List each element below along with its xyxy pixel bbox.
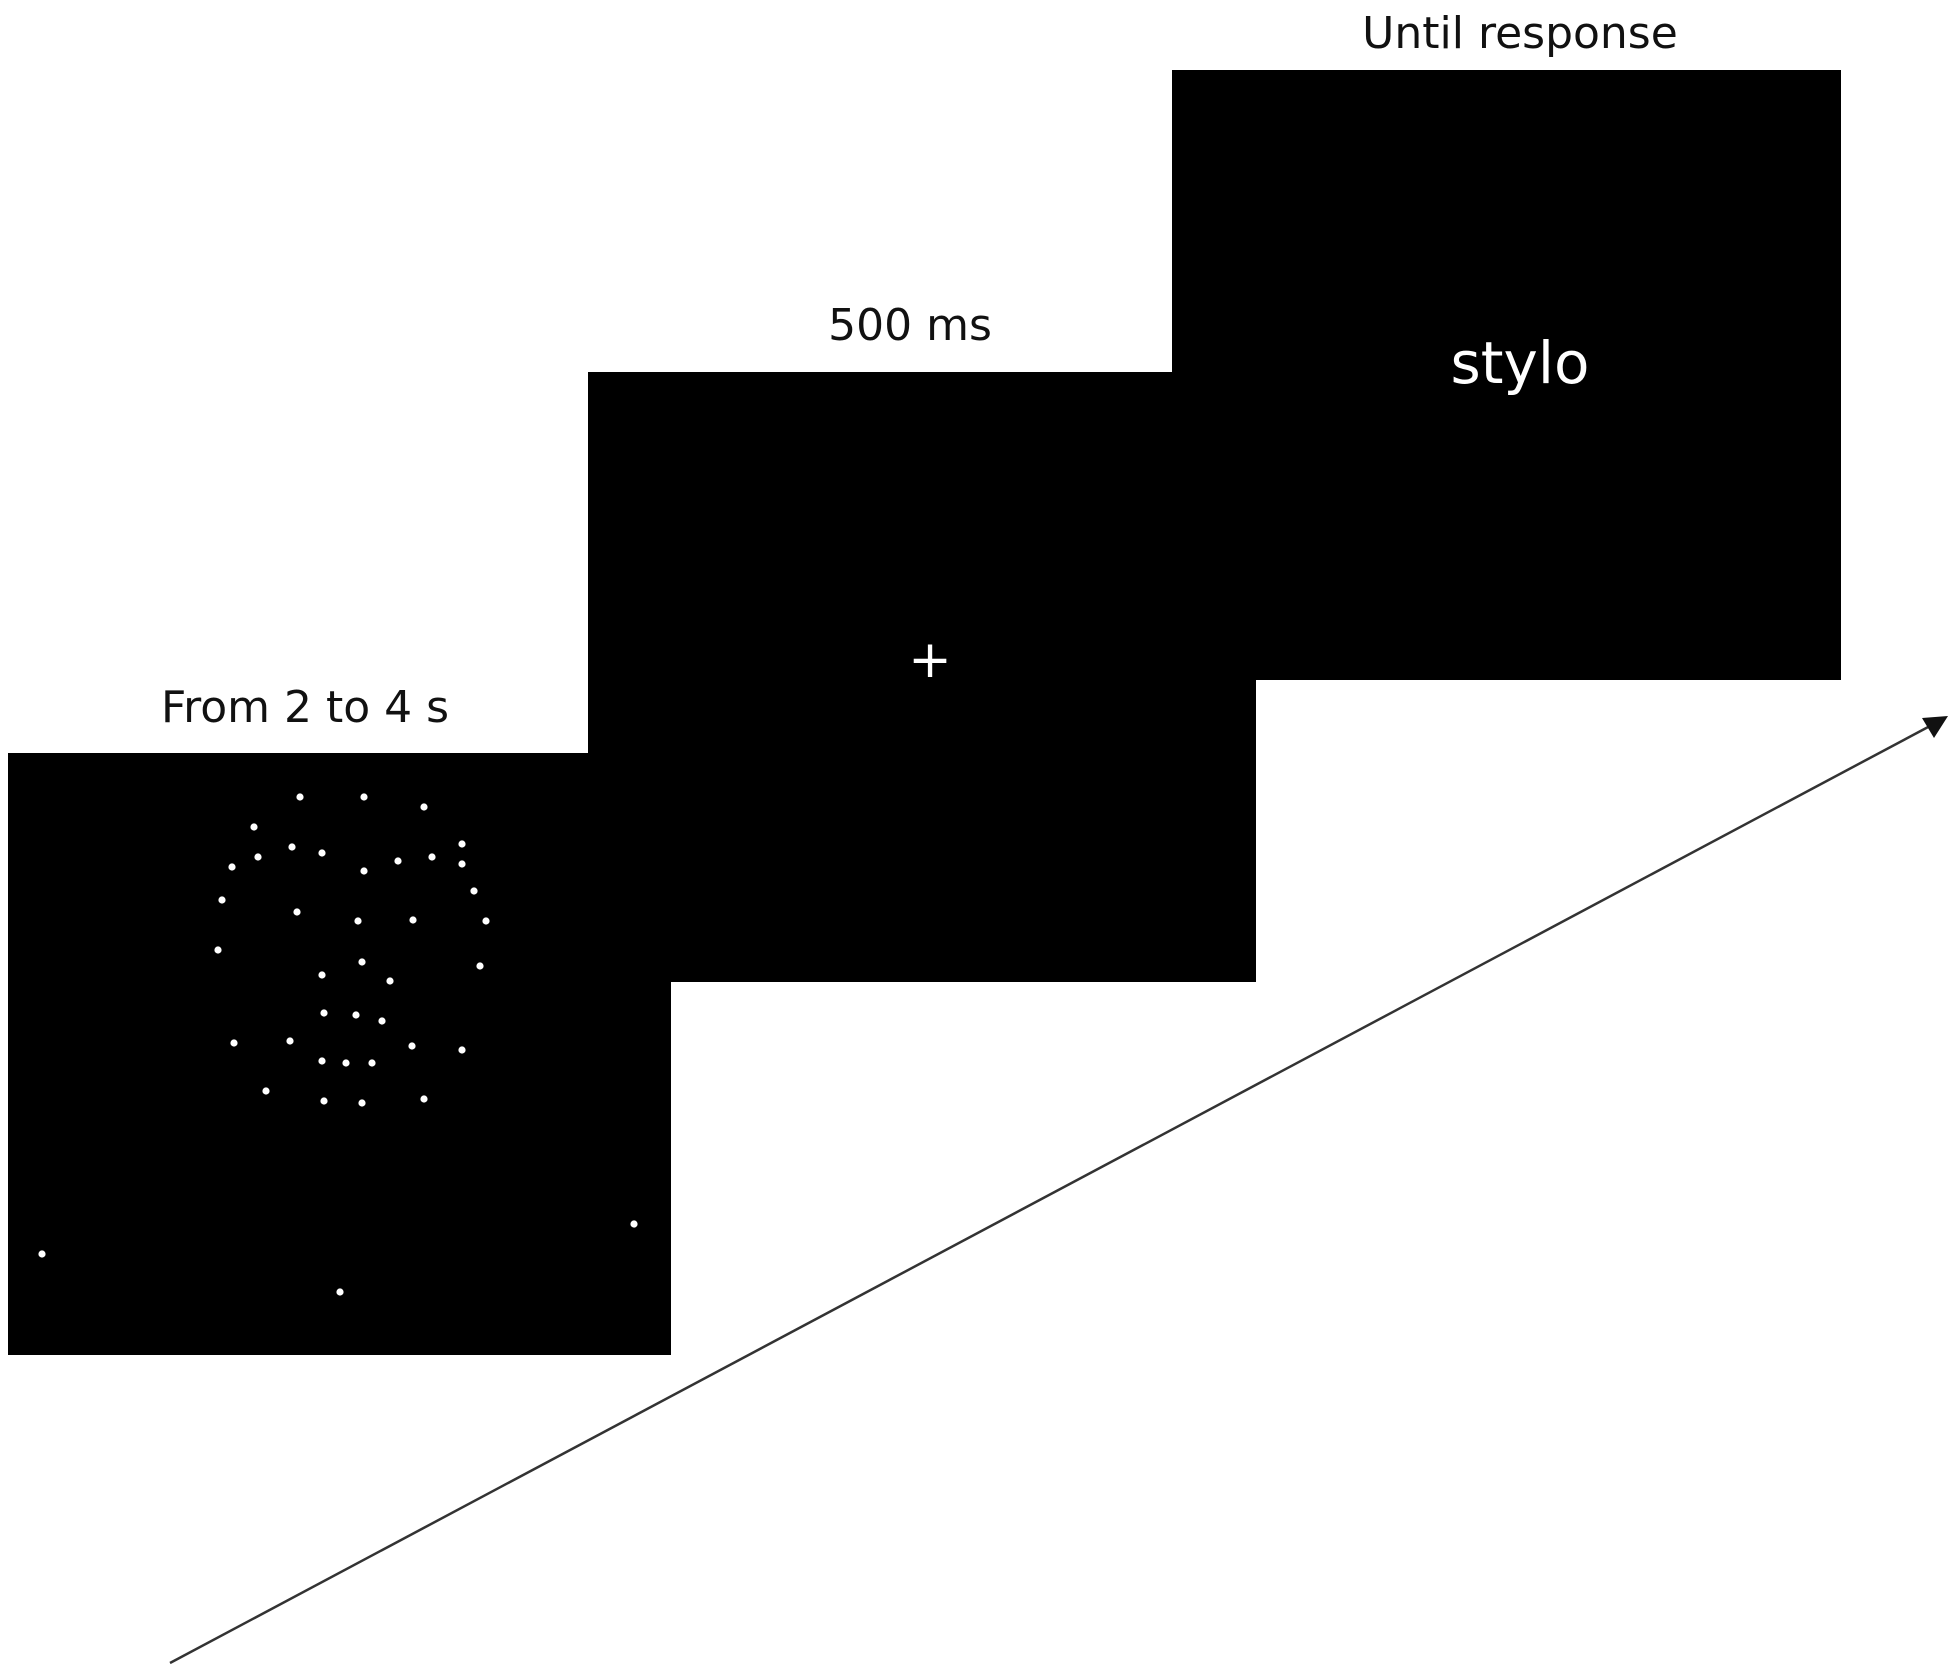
face-dot bbox=[420, 1095, 428, 1103]
face-dot bbox=[288, 843, 296, 851]
face-dot bbox=[470, 887, 478, 895]
face-dot bbox=[458, 860, 466, 868]
face-dot bbox=[386, 977, 394, 985]
point-light-face-dots bbox=[38, 793, 638, 1296]
face-dot bbox=[420, 803, 428, 811]
face-dot bbox=[458, 1046, 466, 1054]
face-dot bbox=[352, 1011, 360, 1019]
face-dot bbox=[358, 1099, 366, 1107]
face-dot bbox=[230, 1039, 238, 1047]
time-arrow-icon bbox=[169, 716, 1948, 1665]
face-dot bbox=[394, 857, 402, 865]
face-dot bbox=[318, 1057, 326, 1065]
face-dot bbox=[320, 1009, 328, 1017]
stimulus-screen-3 bbox=[1172, 70, 1841, 680]
face-dot bbox=[458, 840, 466, 848]
face-dot bbox=[218, 896, 226, 904]
face-dot bbox=[354, 917, 362, 925]
stimulus-screen-2 bbox=[588, 372, 1256, 982]
target-word: stylo bbox=[1450, 329, 1590, 397]
face-dot bbox=[318, 971, 326, 979]
face-dot bbox=[360, 793, 368, 801]
screen-2-duration-label: 500 ms bbox=[828, 300, 992, 351]
fixation-cross: + bbox=[908, 630, 952, 690]
face-dot bbox=[409, 916, 417, 924]
face-dot bbox=[320, 1097, 328, 1105]
face-dot bbox=[482, 917, 490, 925]
face-dot bbox=[360, 867, 368, 875]
face-dot bbox=[408, 1042, 416, 1050]
face-dot bbox=[342, 1059, 350, 1067]
face-dot bbox=[38, 1250, 46, 1258]
face-dot bbox=[214, 946, 222, 954]
screen-3-duration-label: Until response bbox=[1362, 8, 1678, 59]
face-dot bbox=[250, 823, 258, 831]
face-dot bbox=[318, 849, 326, 857]
face-dot bbox=[293, 908, 301, 916]
face-dot bbox=[378, 1017, 386, 1025]
face-dot bbox=[336, 1288, 344, 1296]
face-dot bbox=[358, 958, 366, 966]
face-dot bbox=[476, 962, 484, 970]
face-dot bbox=[254, 853, 262, 861]
face-dot bbox=[262, 1087, 270, 1095]
face-dot bbox=[630, 1220, 638, 1228]
stimulus-screen-1 bbox=[8, 753, 671, 1355]
screen-1-duration-label: From 2 to 4 s bbox=[160, 682, 450, 733]
face-dot bbox=[368, 1059, 376, 1067]
face-dot bbox=[286, 1037, 294, 1045]
face-dot bbox=[428, 853, 436, 861]
face-dot bbox=[296, 793, 304, 801]
face-dot bbox=[228, 863, 236, 871]
